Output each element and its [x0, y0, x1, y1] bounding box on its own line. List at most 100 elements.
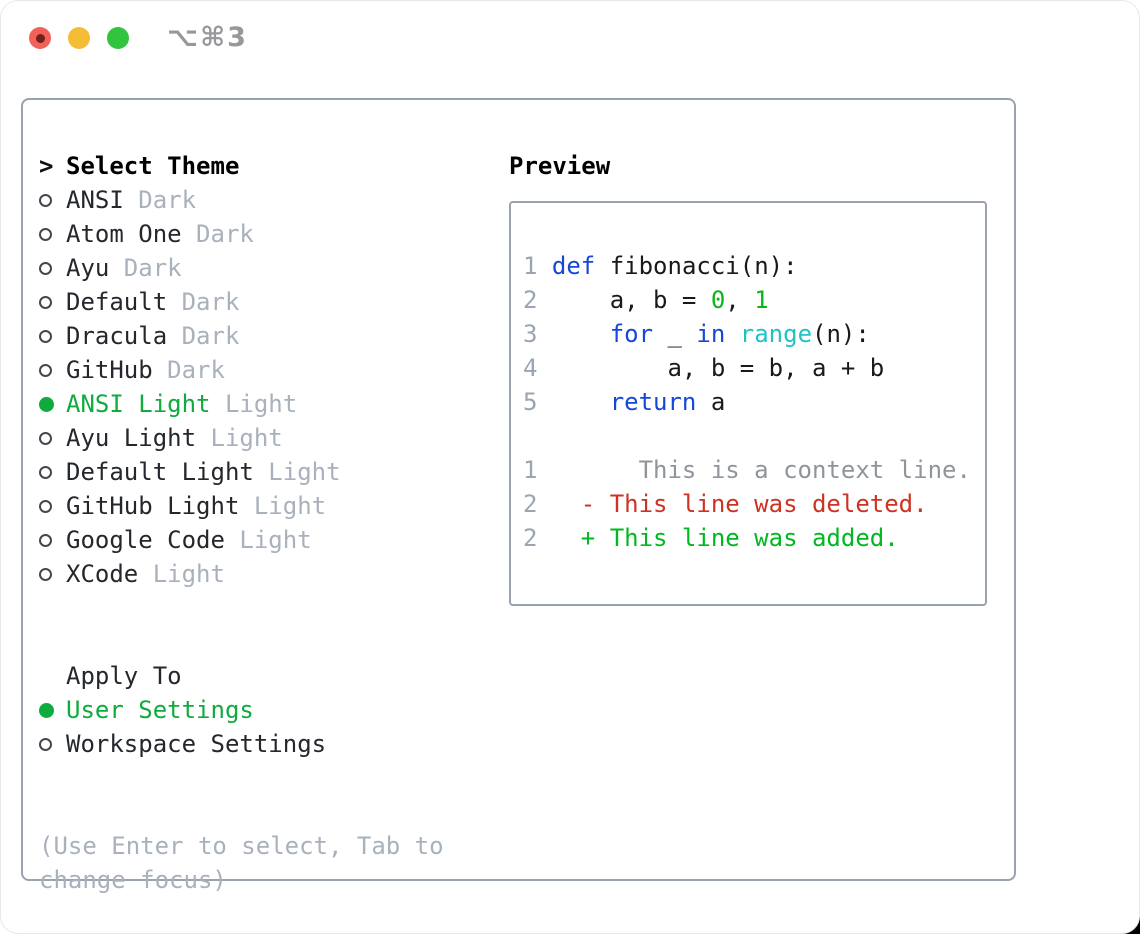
- theme-name: Default Light: [66, 458, 254, 486]
- code-token: _: [653, 320, 697, 348]
- theme-name: ANSI: [66, 186, 124, 214]
- blank-line: [523, 419, 977, 453]
- code-token: def: [551, 252, 596, 280]
- theme-option-google-code[interactable]: Google Code Light: [39, 523, 485, 557]
- select-theme-header-row: > Select Theme: [39, 149, 485, 183]
- close-dot-icon: [35, 33, 45, 43]
- radio-icon: [39, 295, 66, 309]
- code-token: [552, 320, 610, 348]
- theme-variant: Dark: [123, 186, 197, 214]
- theme-variant: Dark: [152, 356, 225, 384]
- theme-variant: Dark: [167, 288, 240, 316]
- theme-option-github-light[interactable]: GitHub Light Light: [39, 489, 485, 523]
- radio-icon: [39, 567, 66, 581]
- code-token: return: [609, 388, 697, 416]
- code-token: fibonacci(n):: [595, 252, 798, 280]
- theme-option-default[interactable]: Default Dark: [39, 285, 485, 319]
- theme-option-atom-one[interactable]: Atom One Dark: [39, 217, 485, 251]
- theme-option-ayu-light[interactable]: Ayu Light Light: [39, 421, 485, 455]
- line-number: 1: [523, 456, 538, 484]
- radio-icon: [39, 363, 66, 377]
- help-text: (Use Enter to select, Tab to change focu…: [39, 832, 444, 894]
- code-token: 0: [710, 286, 726, 314]
- theme-name: ANSI Light: [66, 390, 211, 418]
- select-theme-title: Select Theme: [66, 152, 240, 180]
- theme-variant: Light: [138, 560, 225, 588]
- line-number: 2: [523, 524, 538, 552]
- line-number: 4: [523, 354, 538, 382]
- theme-variant: Dark: [167, 322, 240, 350]
- code-token: [725, 320, 739, 348]
- line-number: 2: [523, 286, 538, 314]
- theme-option-github[interactable]: GitHub Dark: [39, 353, 485, 387]
- code-token: [552, 388, 610, 416]
- code-token: range: [739, 320, 813, 348]
- apply-option-label: User Settings: [66, 696, 254, 724]
- diff-line: 2 - This line was deleted.: [523, 487, 977, 521]
- theme-option-xcode[interactable]: XCode Light: [39, 557, 485, 591]
- code-token: a, b =: [551, 286, 711, 314]
- code-token: for: [609, 320, 654, 348]
- theme-option-ansi-light[interactable]: ANSI Light Light: [39, 387, 485, 421]
- code-token: + This line was added.: [551, 524, 899, 552]
- spacer: [39, 591, 485, 659]
- code-token: a: [696, 388, 726, 416]
- radio-icon: [39, 465, 66, 479]
- radio-icon: [39, 499, 66, 513]
- theme-name: GitHub: [66, 356, 153, 384]
- code-token: 1: [754, 286, 769, 314]
- code-token: in: [696, 320, 726, 348]
- radio-selected-icon: [39, 702, 66, 718]
- theme-name: Google Code: [66, 526, 225, 554]
- code-line: 4 a, b = b, a + b: [523, 351, 977, 385]
- diff-line: 2 + This line was added.: [523, 521, 977, 555]
- diff-line: 1 This is a context line.: [523, 453, 977, 487]
- apply-option-label: Workspace Settings: [66, 730, 327, 758]
- spacer: [39, 761, 485, 829]
- theme-option-default-light[interactable]: Default Light Light: [39, 455, 485, 489]
- radio-icon: [39, 193, 66, 207]
- theme-variant: Light: [224, 526, 312, 554]
- theme-name: GitHub Light: [66, 492, 240, 520]
- preview-title: Preview: [509, 152, 611, 180]
- theme-name: Default: [66, 288, 168, 316]
- theme-option-ansi[interactable]: ANSI Dark: [39, 183, 485, 217]
- theme-variant: Light: [210, 390, 298, 418]
- apply-option-user-settings[interactable]: User Settings: [39, 693, 485, 727]
- line-number: 3: [523, 320, 538, 348]
- minimize-button[interactable]: [68, 27, 90, 49]
- theme-name: Ayu Light: [66, 424, 197, 452]
- window-title: ⌥⌘3: [167, 22, 248, 53]
- code-token: This is a context line.: [551, 456, 971, 484]
- theme-option-ayu[interactable]: Ayu Dark: [39, 251, 485, 285]
- apply-option-workspace-settings[interactable]: Workspace Settings: [39, 727, 485, 761]
- line-number: 5: [523, 388, 538, 416]
- theme-name: Ayu: [66, 254, 110, 282]
- close-button[interactable]: [29, 27, 51, 49]
- apply-to-title: Apply To: [66, 662, 182, 690]
- theme-name: Dracula: [66, 322, 168, 350]
- theme-variant: Light: [239, 492, 327, 520]
- code-line: 2 a, b = 0, 1: [523, 283, 977, 317]
- radio-icon: [39, 431, 66, 445]
- code-token: a, b = b, a + b: [551, 354, 885, 382]
- theme-variant: Dark: [181, 220, 254, 248]
- theme-name: XCode: [66, 560, 139, 588]
- theme-variant: Light: [253, 458, 341, 486]
- radio-selected-icon: [39, 396, 66, 412]
- line-number: 2: [523, 490, 538, 518]
- theme-variant: Light: [196, 424, 283, 452]
- theme-option-dracula[interactable]: Dracula Dark: [39, 319, 485, 353]
- maximize-button[interactable]: [107, 27, 129, 49]
- code-token: (n):: [812, 320, 870, 348]
- apply-to-header-row: Apply To: [39, 659, 485, 693]
- theme-variant: Dark: [109, 254, 182, 282]
- radio-icon: [39, 261, 66, 275]
